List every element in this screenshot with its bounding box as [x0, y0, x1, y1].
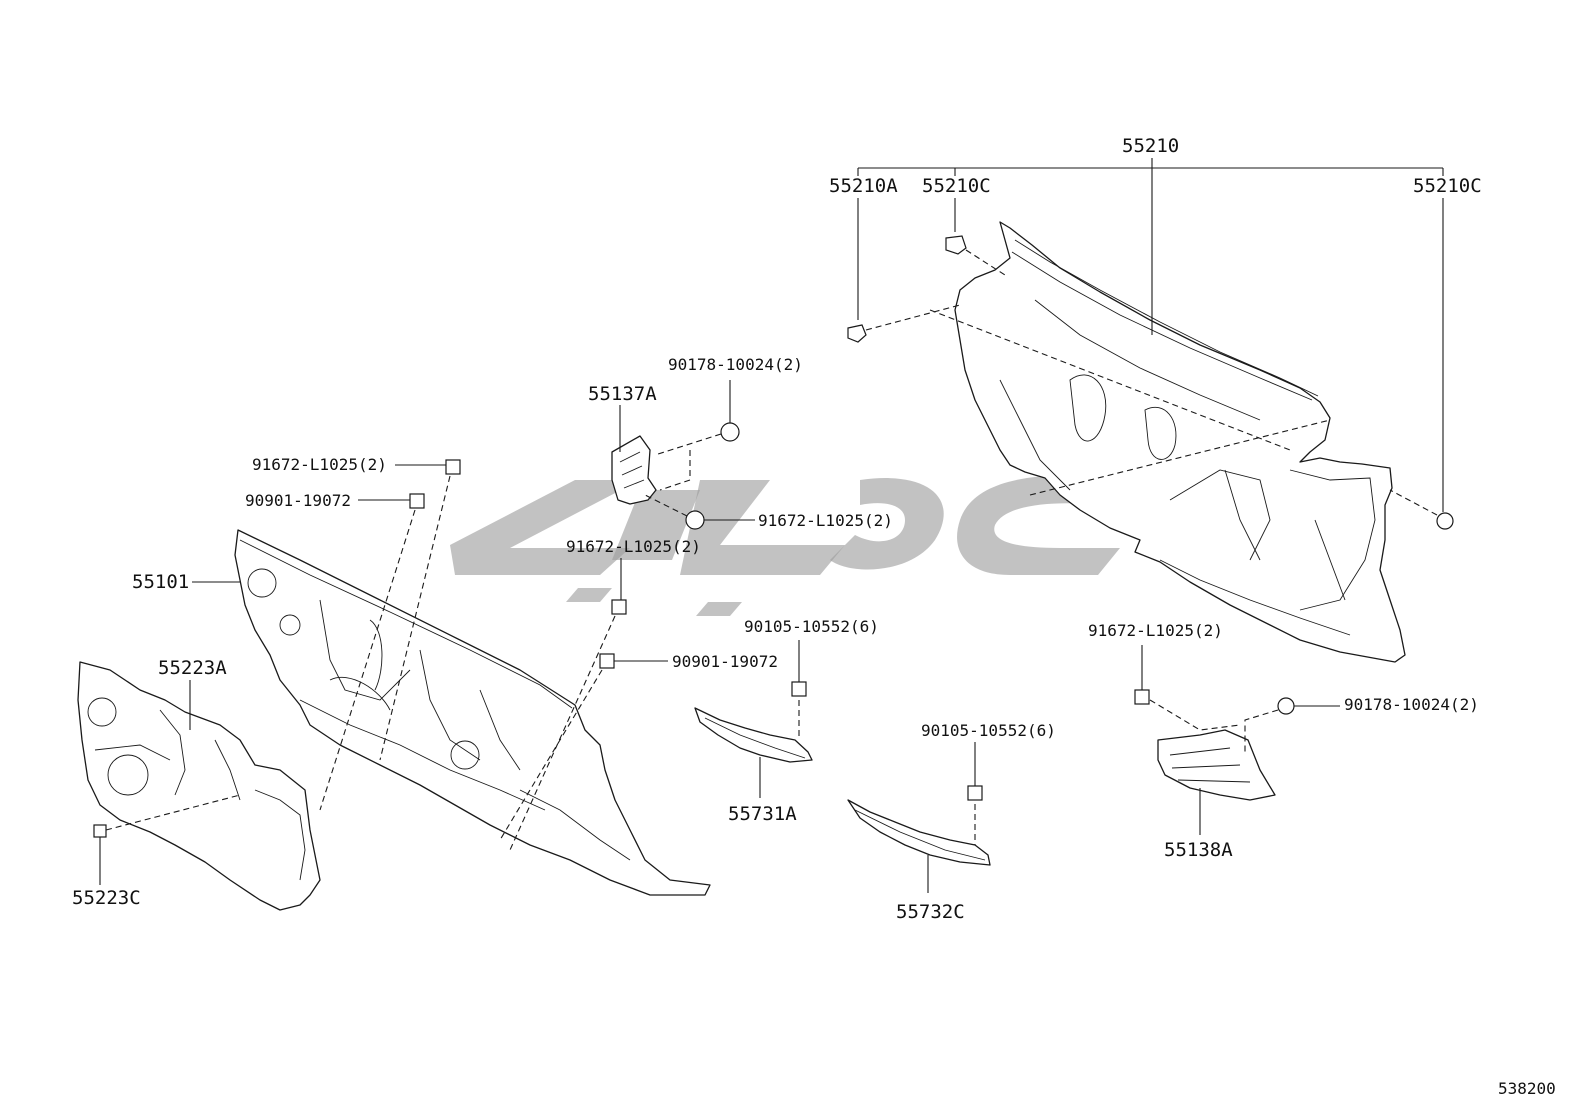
- dash-panel-55101: [234, 529, 711, 896]
- bolt-91672-d-icon: [1134, 645, 1241, 731]
- label-55223A: 55223A: [158, 657, 227, 679]
- label-55732C: 55732C: [896, 901, 965, 923]
- bolt-91672-a-icon: [379, 459, 461, 761]
- bolt-91672-b-icon: [644, 494, 755, 530]
- bolt-90105-b-icon: [967, 742, 983, 845]
- cowl-panel-55210: [954, 221, 1406, 663]
- label-90105-b: 90105-10552(6): [921, 721, 1056, 740]
- label-90901-b: 90901-19072: [672, 652, 778, 671]
- bracket-55137A: [611, 405, 657, 505]
- seal-55732C: [847, 799, 991, 893]
- seal-55731A: [694, 707, 813, 798]
- nut-90178-right-icon: [1244, 697, 1340, 755]
- label-91672-b: 91672-L1025(2): [758, 511, 893, 530]
- label-55138A: 55138A: [1164, 839, 1233, 861]
- label-55210A: 55210A: [829, 175, 898, 197]
- leader-55210: [857, 158, 1444, 512]
- bolt-90901-a-icon: [319, 493, 425, 811]
- label-91672-c: 91672-L1025(2): [566, 537, 701, 556]
- label-90105-a: 90105-10552(6): [744, 617, 879, 636]
- label-55137A: 55137A: [588, 383, 657, 405]
- label-55731A: 55731A: [728, 803, 797, 825]
- label-90901-a: 90901-19072: [245, 491, 351, 510]
- label-91672-d: 91672-L1025(2): [1088, 621, 1223, 640]
- bolt-91672-c-icon: [509, 558, 627, 851]
- nut-90178-top-icon: [654, 380, 740, 491]
- labels: 55210 55210A 55210C 55210C 90178-10024(2…: [72, 135, 1556, 1098]
- bracket-55138A: [1157, 729, 1276, 835]
- clip-55210C-right-icon: [1389, 489, 1454, 530]
- bolt-90901-b-icon: [499, 653, 668, 841]
- diagram-id: 538200: [1498, 1079, 1556, 1098]
- label-55210C-right: 55210C: [1413, 175, 1482, 197]
- watermark-logo: [450, 475, 1120, 616]
- clip-55210C-left-icon: [945, 235, 1006, 276]
- silencer-55223A: [77, 661, 321, 911]
- label-55210C-left: 55210C: [922, 175, 991, 197]
- label-90178-top: 90178-10024(2): [668, 355, 803, 374]
- label-91672-a: 91672-L1025(2): [252, 455, 387, 474]
- clip-55210A-icon: [847, 304, 961, 343]
- label-55210: 55210: [1122, 135, 1179, 157]
- bolt-90105-a-icon: [791, 640, 807, 740]
- clip-55223C-icon: [93, 794, 241, 885]
- label-55101: 55101: [132, 571, 189, 593]
- label-90178-right: 90178-10024(2): [1344, 695, 1479, 714]
- label-55223C: 55223C: [72, 887, 141, 909]
